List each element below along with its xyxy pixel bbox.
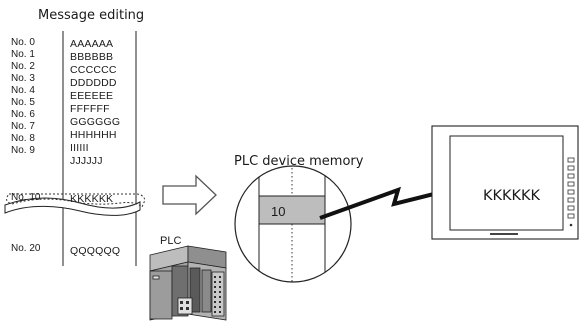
message-row-number: No. 4	[11, 85, 35, 96]
message-row-text: AAAAAA	[70, 38, 114, 50]
selected-row-highlight	[6, 193, 146, 208]
message-list-frame	[62, 31, 137, 266]
message-row-text: QQQQQQ	[70, 245, 121, 257]
message-row-text: GGGGGG	[70, 116, 121, 128]
message-row-text-selected: KKKKKK	[70, 193, 114, 205]
message-row-number: No. 6	[11, 109, 35, 120]
message-row-number: No. 9	[11, 145, 35, 156]
panel-led	[569, 223, 573, 227]
message-row-text: EEEEEE	[70, 90, 114, 102]
message-row-number: No. 5	[11, 97, 35, 108]
message-row-text: JJJJJJ	[70, 155, 103, 167]
message-row-number-selected: No. 10	[11, 192, 41, 203]
message-row-number: No. 0	[11, 37, 35, 48]
message-row-text: CCCCCC	[70, 64, 117, 76]
message-row-number: No. 20	[11, 243, 41, 254]
message-row-text: BBBBBB	[70, 51, 114, 63]
message-row-number: No. 2	[11, 61, 35, 72]
message-editing-title: Message editing	[38, 8, 145, 23]
plc-unit	[149, 245, 227, 321]
list-break-wave	[4, 197, 141, 216]
memory-cell	[258, 195, 326, 225]
message-row-number: No. 7	[11, 121, 35, 132]
message-row-text: IIIIII	[70, 142, 89, 154]
plc-memory-value: 10	[271, 204, 286, 219]
message-row-text: DDDDDD	[70, 77, 117, 89]
transfer-arrow	[162, 174, 217, 216]
plc-label: PLC	[160, 235, 182, 247]
message-row-number: No. 3	[11, 73, 35, 84]
panel-brand-mark	[490, 233, 518, 235]
display-message-text: KKKKKK	[483, 188, 541, 204]
plc-memory-title: PLC device memory	[234, 154, 364, 169]
message-row-text: HHHHHH	[70, 129, 117, 141]
message-row-number: No. 8	[11, 133, 35, 144]
message-row-number: No. 1	[11, 49, 35, 60]
message-row-text: FFFFFF	[70, 103, 110, 115]
memory-column	[258, 168, 326, 282]
panel-side-buttons	[567, 157, 575, 219]
touch-panel	[431, 125, 579, 240]
